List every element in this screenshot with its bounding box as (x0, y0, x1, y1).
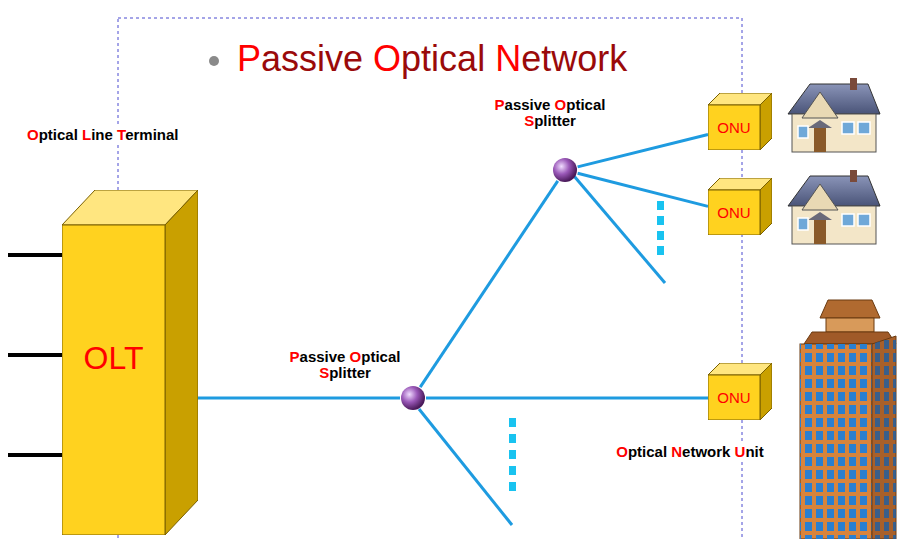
splitter-label: Passive Optical Splitter (275, 349, 415, 381)
olt-label: OLT (62, 338, 165, 378)
onu-label: ONU (708, 190, 760, 235)
bullet (209, 56, 219, 66)
onu-box: ONU (708, 178, 772, 235)
house-icon (788, 78, 880, 152)
dashed-boundary (118, 18, 742, 539)
onu-label: ONU (708, 375, 760, 420)
fibre-link (578, 134, 708, 166)
title: Passive Optical Network (237, 38, 627, 80)
fibre-link (578, 173, 708, 206)
splitter-label: Passive Optical Splitter (480, 97, 620, 129)
part-label: Optical Network Unit (614, 443, 766, 460)
circle-shape (400, 385, 426, 411)
fibre-link (426, 397, 708, 400)
fibre-link (420, 181, 558, 387)
circle-shape (552, 157, 578, 183)
olt-box: OLT (62, 190, 198, 535)
office-building (800, 300, 896, 539)
splitter-node: Passive Optical Splitter (552, 157, 578, 183)
onu-box: ONU (708, 93, 772, 150)
open-fibres (419, 176, 665, 525)
onu-box: ONU (708, 363, 772, 420)
fibre-link (198, 397, 400, 400)
onu-label: ONU (708, 105, 760, 150)
house-icon (788, 170, 880, 244)
part-label: Optical Line Terminal (25, 126, 180, 143)
splitter-node: Passive Optical Splitter (400, 385, 426, 411)
olt-ports (8, 255, 62, 455)
